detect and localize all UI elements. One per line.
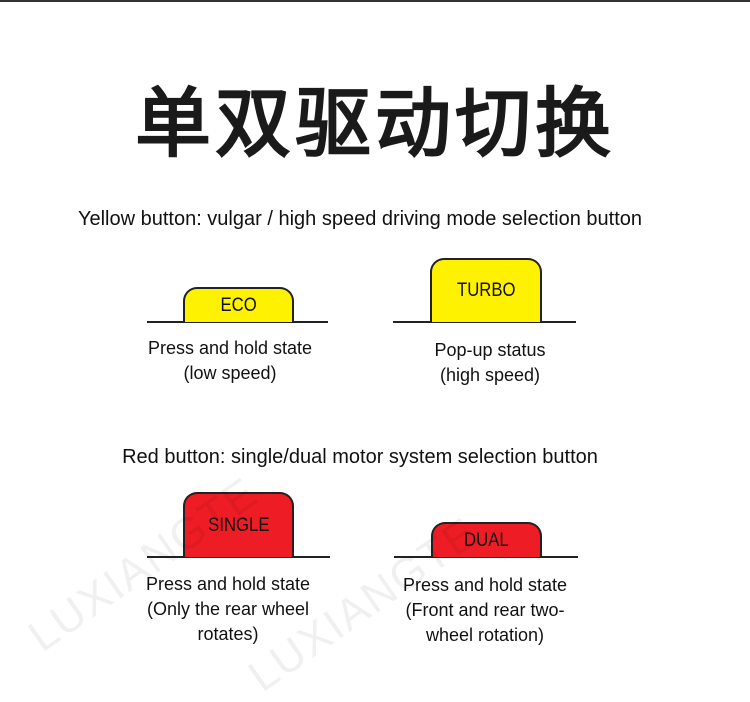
yellow-section-heading: Yellow button: vulgar / high speed drivi… (77, 208, 643, 230)
dual-baseline (394, 556, 578, 558)
turbo-caption: Pop-up status (high speed) (370, 338, 610, 388)
caption-line: rotates) (197, 624, 259, 644)
single-baseline (147, 556, 330, 558)
page-title: 单双驱动切换 (135, 79, 615, 168)
caption-line: (low speed) (183, 363, 277, 383)
caption-line: wheel rotation) (425, 625, 545, 645)
single-label: SINGLE (207, 514, 270, 536)
caption-line: (high speed) (439, 365, 541, 385)
eco-label: ECO (220, 294, 257, 316)
red-section-heading: Red button: single/dual motor system sel… (122, 446, 598, 468)
single-caption: Press and hold state (Only the rear whee… (108, 572, 348, 647)
turbo-label: TURBO (456, 280, 516, 301)
caption-line: Press and hold state (147, 338, 313, 358)
eco-button-shape: ECO (183, 287, 294, 322)
eco-caption: Press and hold state (low speed) (110, 336, 350, 386)
turbo-baseline (393, 321, 576, 323)
caption-line: Press and hold state (145, 574, 311, 594)
caption-line: (Only the rear wheel (146, 599, 310, 619)
caption-line: (Front and rear two- (405, 600, 565, 620)
dual-caption: Press and hold state (Front and rear two… (365, 573, 605, 648)
top-border (0, 0, 750, 2)
turbo-button-shape: TURBO (430, 258, 542, 322)
caption-line: Pop-up status (434, 340, 546, 360)
caption-line: Press and hold state (402, 575, 568, 595)
dual-label: DUAL (464, 529, 509, 551)
eco-baseline (147, 321, 328, 323)
single-button-shape: SINGLE (183, 492, 294, 557)
dual-button-shape: DUAL (431, 522, 542, 557)
